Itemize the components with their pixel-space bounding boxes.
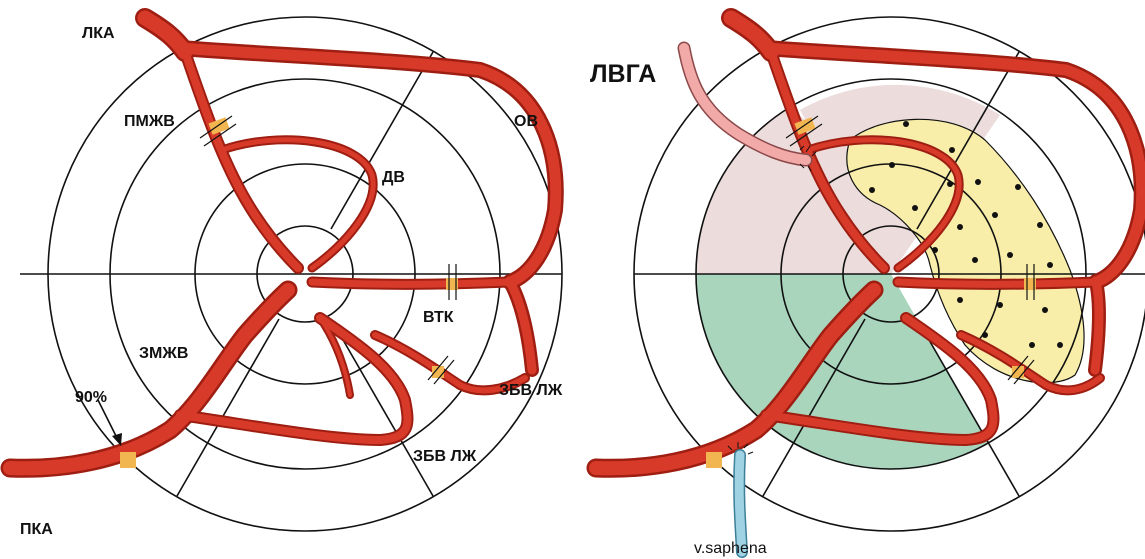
r-ov-lateral-branch xyxy=(1095,282,1099,370)
label-pka: ПКА xyxy=(20,521,53,538)
label-lka: ЛКА xyxy=(82,25,115,42)
label-zmzhv: ЗМЖВ xyxy=(139,345,188,362)
vtk-artery xyxy=(312,282,510,284)
label-vtk: ВТК xyxy=(423,309,454,326)
left-spoke-ne xyxy=(331,52,433,229)
label-ov: ОВ xyxy=(514,113,538,130)
stenosis-pka xyxy=(120,452,136,468)
label-v-saphena: v.saphena xyxy=(694,540,767,557)
label-zbv-lzh-2: ЗБВ ЛЖ xyxy=(413,448,477,465)
stenosis-arrow-icon xyxy=(98,400,122,446)
vein-graft xyxy=(739,455,742,552)
label-lvga: ЛВГА xyxy=(590,60,656,88)
label-stenosis-percent: 90% xyxy=(75,389,107,406)
left-spoke-se xyxy=(331,319,433,496)
r-stenosis-pka xyxy=(706,452,722,468)
left-bullseye-diagram: ЛКА ПМЖВ ОВ ДВ ВТК ЗМЖВ 90% ЗБВ ЛЖ ЗБВ Л… xyxy=(10,17,563,538)
ov-lateral-branch xyxy=(510,282,532,370)
label-pmzhv: ПМЖВ xyxy=(124,113,175,130)
r-vtk-artery xyxy=(898,282,1096,284)
right-bullseye-diagram: ЛВГА v.saphena xyxy=(590,17,1145,557)
label-zbv-lzh-1: ЗБВ ЛЖ xyxy=(499,382,563,399)
label-dv: ДВ xyxy=(382,169,405,186)
